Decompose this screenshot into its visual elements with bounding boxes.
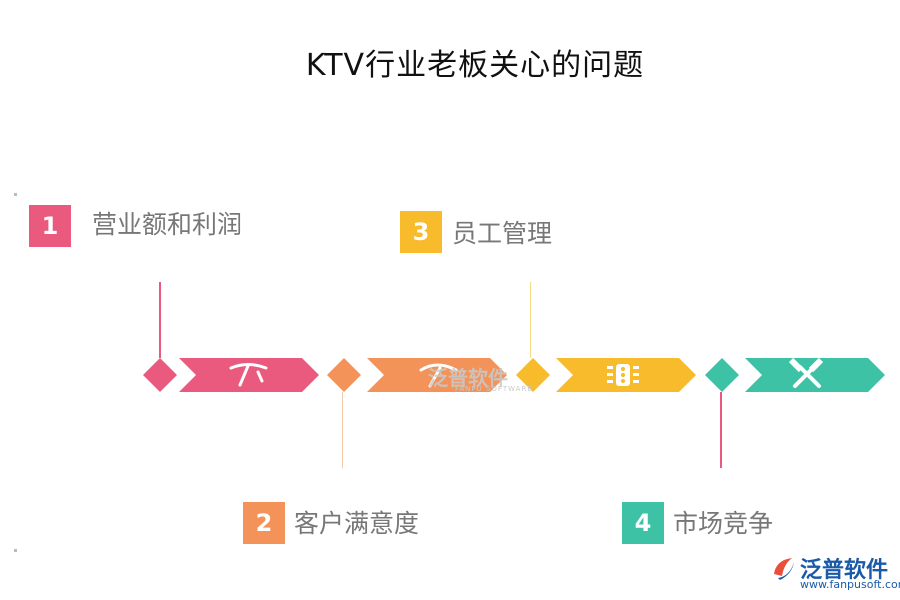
label-4: 市场竞争 <box>673 509 774 538</box>
label-2: 客户满意度 <box>294 509 420 538</box>
edge-dot-bottom <box>14 549 17 552</box>
label-1: 营业额和利润 <box>92 210 243 239</box>
diamond-3 <box>516 358 550 392</box>
watermark: 泛普软件 <box>428 366 508 390</box>
connector-1 <box>159 282 161 358</box>
arrow-4 <box>745 358 885 392</box>
connector-4 <box>720 392 722 468</box>
traffic-light-icon <box>607 364 639 386</box>
pickaxe-icon <box>229 363 268 387</box>
diamond-1 <box>143 358 177 392</box>
connector-2 <box>342 392 343 468</box>
badge-1: 1 <box>29 205 71 247</box>
badge-4: 4 <box>622 502 664 544</box>
brand-logo-name: 泛普软件 <box>800 558 889 583</box>
hammer-icon <box>419 363 458 388</box>
arrow-1 <box>179 358 319 392</box>
connector-3 <box>530 282 531 358</box>
edge-dot-top <box>14 193 17 196</box>
crossed-tools-icon <box>788 357 824 388</box>
brand-logo-url: www.fanpusoft.com <box>800 578 900 591</box>
brand-logo-icon <box>774 558 794 580</box>
diamond-4 <box>705 358 739 392</box>
diagram-title: KTV行业老板关心的问题 <box>305 48 645 83</box>
diamond-2 <box>327 358 361 392</box>
badge-2: 2 <box>243 502 285 544</box>
badge-3: 3 <box>400 211 442 253</box>
label-3: 员工管理 <box>452 219 553 248</box>
watermark-sub: FANPU SOFTWARE <box>455 385 533 393</box>
